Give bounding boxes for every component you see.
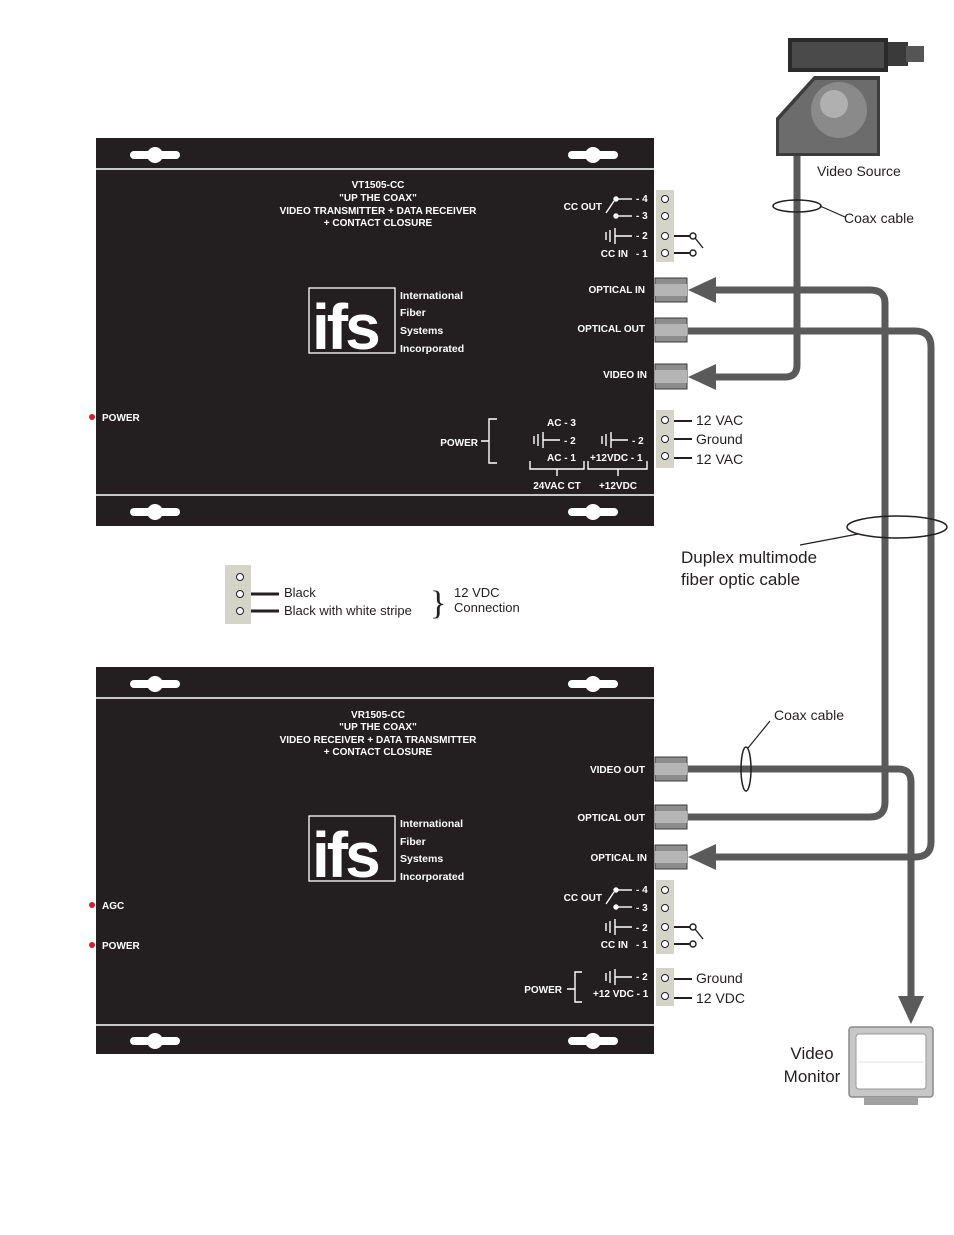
ifs-logo: ifs International Fiber Systems Incorpor… [308,287,464,363]
video-source-label: Video Source [817,163,901,179]
receiver-subtitle: "UP THE COAX" [339,722,417,733]
rx-power-led [89,942,95,948]
rx-term-ground: Ground [696,970,743,986]
duplex-fiber-label-2: fiber optic cable [681,570,800,589]
video-camera-icon [776,38,924,156]
transmitter-subtitle: "UP THE COAX" [339,193,417,204]
video-monitor-label-1: Video [790,1044,833,1063]
duplex-fiber-label-1: Duplex multimode [681,548,817,567]
tx-term-12vac-bottom: 12 VAC [696,451,743,467]
tx-cc-out-label: CC OUT [564,202,602,213]
brand-line-2: Fiber [400,836,426,848]
tx-optical-in-label: OPTICAL IN [589,285,645,296]
tx-dc2-label: - 2 [632,436,644,447]
tx-power-led-label: POWER [102,413,141,424]
coax-cable-bottom [688,765,915,1000]
rx-terminal-block-power [656,968,692,1006]
tx-term-12vac-top: 12 VAC [696,412,743,428]
rx-pin-2: - 2 [636,923,648,934]
tx-ac2-label: - 2 [564,436,576,447]
logo-text: ifs [312,819,378,891]
brand-line-3: Systems [400,325,443,337]
coax-cable-bottom-label: Coax cable [774,707,844,723]
contact-switch-icon [605,887,632,910]
rx-terminal-block-cc [656,880,704,954]
rx-agc-led [89,902,95,908]
tx-power-label: POWER [440,438,479,449]
video-monitor-icon [848,1026,934,1105]
tx-pin-1: - 1 [636,249,648,260]
bnc-connector-icon [654,756,688,870]
rx-p2-label: - 2 [636,972,648,983]
battery-symbol-icon [605,969,632,985]
battery-symbol-icon [533,432,560,448]
brand-line-1: International [400,290,463,302]
cables [688,156,948,1024]
ifs-logo: ifs International Fiber Systems Incorpor… [308,815,464,891]
battery-symbol-icon [605,228,632,244]
rx-cc-out-label: CC OUT [564,893,602,904]
brand-line-2: Fiber [400,307,426,319]
legend-connection-2: Connection [454,600,520,615]
legend-connection-1: 12 VDC [454,585,500,600]
legend-black-stripe: Black with white stripe [284,603,412,618]
mounting-slots [130,147,618,520]
svg-text:}: } [430,585,446,622]
brand-line-3: Systems [400,853,443,865]
transmitter-model: VT1505-CC [352,180,405,191]
rx-term-12vdc: 12 VDC [696,990,745,1006]
rx-pin-1: - 1 [636,940,648,951]
wire-color-legend: Black Black with white stripe } 12 VDC C… [225,565,520,624]
rx-pin-4: - 4 [636,885,648,896]
mounting-slots [130,676,618,1049]
rx-agc-led-label: AGC [102,901,124,912]
tx-terminal-block-power [656,410,692,468]
tx-24vac-label: 24VAC CT [533,481,581,492]
tx-power-led [89,414,95,420]
tx-video-in-label: VIDEO IN [603,370,647,381]
rx-p1-label: +12 VDC - 1 [593,989,649,1000]
battery-symbol-icon [605,919,632,935]
tx-12vdc-label: +12VDC [599,481,637,492]
tx-cc-in-label: CC IN [601,249,628,260]
receiver-description-1: VIDEO RECEIVER + DATA TRANSMITTER [280,735,478,746]
rx-video-out-label: VIDEO OUT [590,765,645,776]
coax-cable-top [712,156,801,381]
brand-line-4: Incorporated [400,871,464,883]
tx-terminal-block-cc [656,190,704,262]
brand-line-1: International [400,818,463,830]
receiver-model: VR1505-CC [351,710,405,721]
rx-power-led-label: POWER [102,941,141,952]
battery-symbol-icon [601,432,628,448]
brand-line-4: Incorporated [400,343,464,355]
video-monitor-label-2: Monitor [784,1067,841,1086]
tx-dc1-label: +12VDC - 1 [590,453,643,464]
tx-ac1-label: AC - 1 [547,453,576,464]
contact-switch-icon [605,196,632,219]
legend-black: Black [284,585,316,600]
tx-ac3-label: AC - 3 [547,418,576,429]
tx-pin-4: - 4 [636,194,648,205]
rx-power-label: POWER [524,985,563,996]
tx-term-ground: Ground [696,431,743,447]
tx-pin-3: - 3 [636,211,648,222]
tx-optical-out-label: OPTICAL OUT [577,324,645,335]
logo-text: ifs [312,291,378,363]
rx-cc-in-label: CC IN [601,940,628,951]
coax-cable-top-label: Coax cable [844,210,914,226]
rx-optical-in-label: OPTICAL IN [591,853,647,864]
fiber-cable-b [688,286,889,821]
transmitter-description-2: + CONTACT CLOSURE [324,218,433,229]
rx-optical-out-label: OPTICAL OUT [577,813,645,824]
receiver-description-2: + CONTACT CLOSURE [324,747,433,758]
fiber-cable-a [688,327,935,861]
bnc-connector-icon [654,277,688,390]
transmitter-unit: VT1505-CC "UP THE COAX" VIDEO TRANSMITTE… [89,138,654,526]
receiver-unit: VR1505-CC "UP THE COAX" VIDEO RECEIVER +… [89,667,654,1054]
tx-pin-2: - 2 [636,231,648,242]
transmitter-description-1: VIDEO TRANSMITTER + DATA RECEIVER [280,206,478,217]
rx-pin-3: - 3 [636,903,648,914]
